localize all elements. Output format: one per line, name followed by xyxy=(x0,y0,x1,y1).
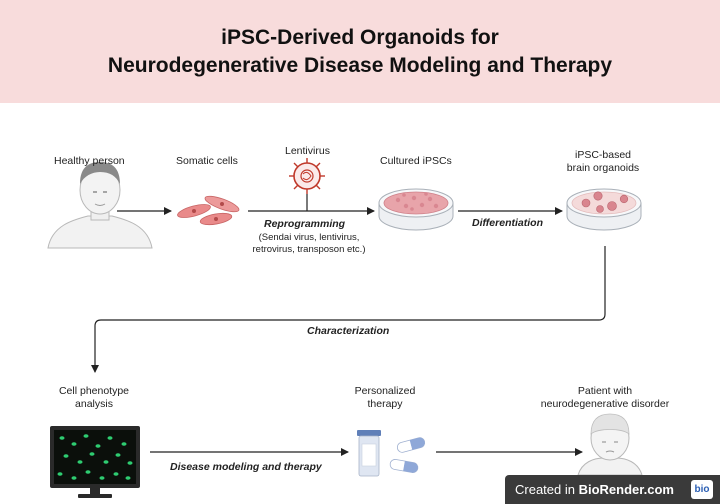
patient-icon xyxy=(577,413,643,476)
cultured-ipscs-dish-icon xyxy=(378,188,454,231)
differentiation-label: Differentiation xyxy=(472,217,543,229)
healthy-person-label: Healthy person xyxy=(54,155,125,167)
characterization-label: Characterization xyxy=(307,325,390,337)
lentivirus-icon xyxy=(289,158,325,194)
healthy-person-icon xyxy=(47,162,153,249)
disease-modeling-label: Disease modeling and therapy xyxy=(170,461,322,473)
badge-brand: BioRender.com xyxy=(578,482,674,497)
cell-phenotype-label-line-1: Cell phenotype xyxy=(58,385,130,397)
organoids-label-line-2: brain organoids xyxy=(566,162,640,174)
somatic-cells-label: Somatic cells xyxy=(176,155,238,167)
organoids-label-line-1: iPSC-based xyxy=(574,149,632,161)
brain-organoids-dish-icon xyxy=(566,188,642,231)
cell-phenotype-monitor-icon xyxy=(50,426,140,498)
biorender-badge[interactable]: Created in BioRender.com bio xyxy=(505,475,720,504)
biorender-logo-icon: bio xyxy=(691,480,713,499)
arrow-characterization xyxy=(91,246,606,373)
personalized-therapy-label-line-2: therapy xyxy=(367,398,403,410)
title-banner: iPSC-Derived Organoids for Neurodegenera… xyxy=(0,0,720,103)
title-line-2: Neurodegenerative Disease Modeling and T… xyxy=(107,54,613,77)
biorender-badge-text: Created in BioRender.com xyxy=(515,482,674,497)
badge-prefix: Created in xyxy=(515,482,579,497)
patient-label-line-1: Patient with xyxy=(577,385,633,397)
reprogramming-label: Reprogramming xyxy=(264,218,346,230)
personalized-therapy-pills-icon xyxy=(357,430,426,477)
reprogramming-note-line-1: (Sendai virus, lentivirus, xyxy=(258,232,360,243)
cell-phenotype-label-line-2: analysis xyxy=(75,398,113,410)
lentivirus-label: Lentivirus xyxy=(285,145,330,157)
cultured-ipscs-label: Cultured iPSCs xyxy=(380,155,452,167)
personalized-therapy-label-line-1: Personalized xyxy=(354,385,416,397)
reprogramming-note-line-2: retrovirus, transposon etc.) xyxy=(252,244,366,255)
somatic-cells-icon xyxy=(177,195,240,226)
title-line-1: iPSC-Derived Organoids for xyxy=(221,26,499,49)
patient-label-line-2: neurodegenerative disorder xyxy=(540,398,670,410)
